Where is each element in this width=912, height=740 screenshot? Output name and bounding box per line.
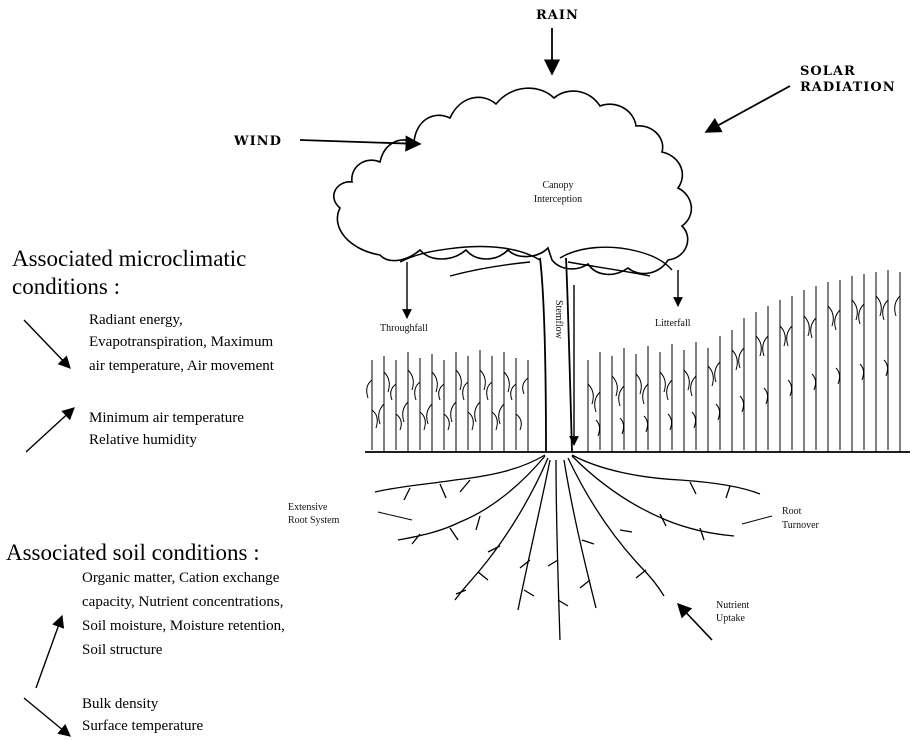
soil-heading: Associated soil conditions : (6, 540, 260, 566)
crop-row-left (367, 350, 528, 452)
solar-radiation-arrow (706, 86, 790, 132)
microclimate-decrease-line-3: air temperature, Air movement (89, 356, 274, 376)
crop-row-right (588, 270, 900, 452)
root-turnover-pointer (742, 516, 772, 524)
microclimate-heading-line-2: conditions : (12, 274, 120, 300)
nutrient-uptake-label-line-1: Nutrient (716, 600, 749, 612)
soil-decrease-line-1: Bulk density (82, 694, 158, 714)
canopy-label-line-1: Canopy (526, 180, 590, 192)
root-turnover-label-line-1: Root (782, 506, 801, 518)
solar-label-line-1: SOLAR (800, 64, 856, 79)
soil-decrease-arrow (24, 698, 70, 736)
throughfall-label: Throughfall (380, 323, 428, 335)
microclimate-increase-line-2: Relative humidity (89, 430, 197, 450)
microclimate-heading-line-1: Associated microclimatic (12, 246, 246, 272)
litterfall-label: Litterfall (655, 318, 691, 330)
microclimate-decrease-line-2: Evapotranspiration, Maximum (89, 332, 273, 352)
soil-increase-arrow (36, 616, 62, 688)
microclimate-decrease-line-1: Radiant energy, (89, 310, 183, 330)
microclimate-increase-line-1: Minimum air temperature (89, 408, 244, 428)
soil-increase-line-3: Soil moisture, Moisture retention, (82, 616, 285, 636)
soil-increase-line-2: capacity, Nutrient concentrations, (82, 592, 283, 612)
nutrient-uptake-label-line-2: Uptake (716, 613, 745, 625)
soil-decrease-line-2: Surface temperature (82, 716, 203, 736)
root-system-pointer (378, 512, 412, 520)
solar-label-line-2: RADIATION (800, 80, 896, 95)
stemflow-text: Stemflow (552, 300, 564, 339)
wind-label: WIND (234, 134, 282, 149)
soil-increase-line-4: Soil structure (82, 640, 162, 660)
root-turnover-label-line-2: Turnover (782, 520, 819, 532)
tree-canopy (334, 88, 692, 274)
root-system (375, 455, 760, 640)
canopy-label-line-2: Interception (526, 194, 590, 206)
stemflow-label: Stemflow (552, 300, 564, 380)
microclimate-decrease-arrow (24, 320, 70, 368)
root-system-label-line-2: Root System (288, 515, 339, 527)
root-system-label-line-1: Extensive (288, 502, 327, 514)
soil-increase-line-1: Organic matter, Cation exchange (82, 568, 279, 588)
rain-label: RAIN (536, 8, 579, 23)
tree-branches (400, 247, 672, 277)
nutrient-uptake-arrow (678, 604, 712, 640)
microclimate-increase-arrow (26, 408, 74, 452)
